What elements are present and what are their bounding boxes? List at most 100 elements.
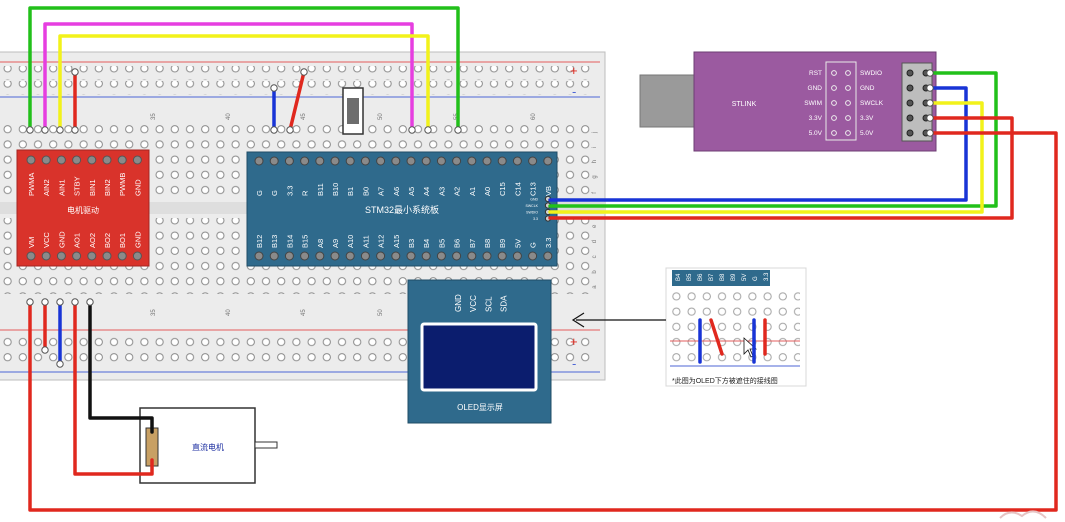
pin-hole <box>72 155 82 165</box>
column-number: 60 <box>531 113 537 120</box>
pin-label-b8: B8 <box>483 239 492 248</box>
pin-hole <box>132 155 142 165</box>
rail-minus-label: - <box>572 356 576 371</box>
pin-label-vb: VB <box>544 186 553 196</box>
inset-pin-label: G <box>753 276 759 281</box>
dc-motor: 直流电机 <box>139 407 278 484</box>
pin-label-bin2: BIN2 <box>103 179 112 196</box>
pin-label-b1: B1 <box>346 187 355 196</box>
pin-hole <box>269 251 279 261</box>
pin-label-r: R <box>301 190 310 196</box>
pin-label-a7: A7 <box>377 187 386 196</box>
stlink-left-pin-label: 5.0V <box>809 130 823 137</box>
pin-hole <box>315 156 325 166</box>
row-letter: b <box>592 270 598 274</box>
wire <box>43 22 414 132</box>
row-letter: h <box>592 160 598 163</box>
wire <box>73 300 154 476</box>
wire-end <box>270 126 278 134</box>
pin-hole <box>391 156 401 166</box>
row-letter: a <box>592 285 598 289</box>
pin-hole <box>421 251 431 261</box>
wire-end <box>270 84 278 92</box>
pin-hole <box>528 156 538 166</box>
column-number: 35 <box>151 113 157 120</box>
pin-label-a8: A8 <box>316 239 325 248</box>
pin-hole <box>497 156 507 166</box>
pin-label-c13: C13 <box>529 182 538 196</box>
pin-hole <box>300 251 310 261</box>
pin-hole <box>345 251 355 261</box>
pin-label-a15: A15 <box>392 235 401 248</box>
wire-end <box>56 298 64 306</box>
row-letter: j <box>592 132 598 134</box>
pin-label-b7: B7 <box>468 239 477 248</box>
slide-switch <box>342 87 364 135</box>
side-pin-label: SWCLK <box>526 204 539 208</box>
pin-hole <box>284 156 294 166</box>
pin-label-a11: A11 <box>361 235 370 248</box>
inset-pin-label: B8 <box>720 273 726 281</box>
wire-end <box>71 298 79 306</box>
column-number: 45 <box>301 309 307 316</box>
pin-hole <box>132 251 142 261</box>
wire-end <box>86 298 94 306</box>
wire <box>548 86 968 202</box>
pin-hole <box>906 84 914 92</box>
pin-hole <box>72 251 82 261</box>
pin-label-vm: VM <box>27 237 36 248</box>
wire-end <box>71 68 79 76</box>
motor-title: 直流电机 <box>192 442 224 452</box>
pin-hole <box>906 69 914 77</box>
pin-label-a9: A9 <box>331 239 340 248</box>
pin-label-g: G <box>255 190 264 196</box>
inset-caption: *此图为OLED下方被遮住的接线图 <box>672 376 778 385</box>
wires <box>26 6 1058 512</box>
pin-hole <box>512 251 522 261</box>
pin-hole <box>102 155 112 165</box>
inset-pin-label: B7 <box>709 273 715 281</box>
pin-hole <box>376 156 386 166</box>
pin-hole <box>26 251 36 261</box>
column-number: 35 <box>151 309 157 316</box>
pin-label-ain1: AIN1 <box>57 179 66 196</box>
pin-hole <box>467 156 477 166</box>
pin-hole <box>845 115 851 121</box>
pin-hole <box>482 156 492 166</box>
row-letter: i <box>592 147 598 148</box>
pin-hole <box>269 156 279 166</box>
pin-label-ao2: AO2 <box>88 233 97 248</box>
pin-label-vcc: VCC <box>42 232 51 248</box>
pin-label-b14: B14 <box>285 235 294 248</box>
wire-end <box>926 114 934 122</box>
wire-end <box>454 126 462 134</box>
side-pin-label: SWDIO <box>526 211 538 215</box>
inset-pin-label: B5 <box>687 273 693 281</box>
inset-pin-label: 3.3 <box>764 272 770 281</box>
stlink-title: STLINK <box>732 101 757 108</box>
pin-hole <box>512 156 522 166</box>
pin-label-a1: A1 <box>468 187 477 196</box>
pin-hole <box>831 100 837 106</box>
pin-hole <box>391 251 401 261</box>
pin-hole <box>406 251 416 261</box>
pin-hole <box>452 156 462 166</box>
pin-hole <box>330 251 340 261</box>
pin-hole <box>845 70 851 76</box>
pin-hole <box>56 155 66 165</box>
pin-label-c14: C14 <box>513 182 522 196</box>
pin-label-b3: B3 <box>407 239 416 248</box>
pin-hole <box>87 251 97 261</box>
wire-end <box>26 126 34 134</box>
pin-hole <box>360 156 370 166</box>
pin-hole <box>117 155 127 165</box>
wire-end <box>71 126 79 134</box>
wire-end <box>926 69 934 77</box>
stlink-right-pin-label: 5.0V <box>860 130 874 137</box>
pin-hole <box>376 251 386 261</box>
wire-end <box>56 360 64 368</box>
column-number: 40 <box>226 309 232 316</box>
